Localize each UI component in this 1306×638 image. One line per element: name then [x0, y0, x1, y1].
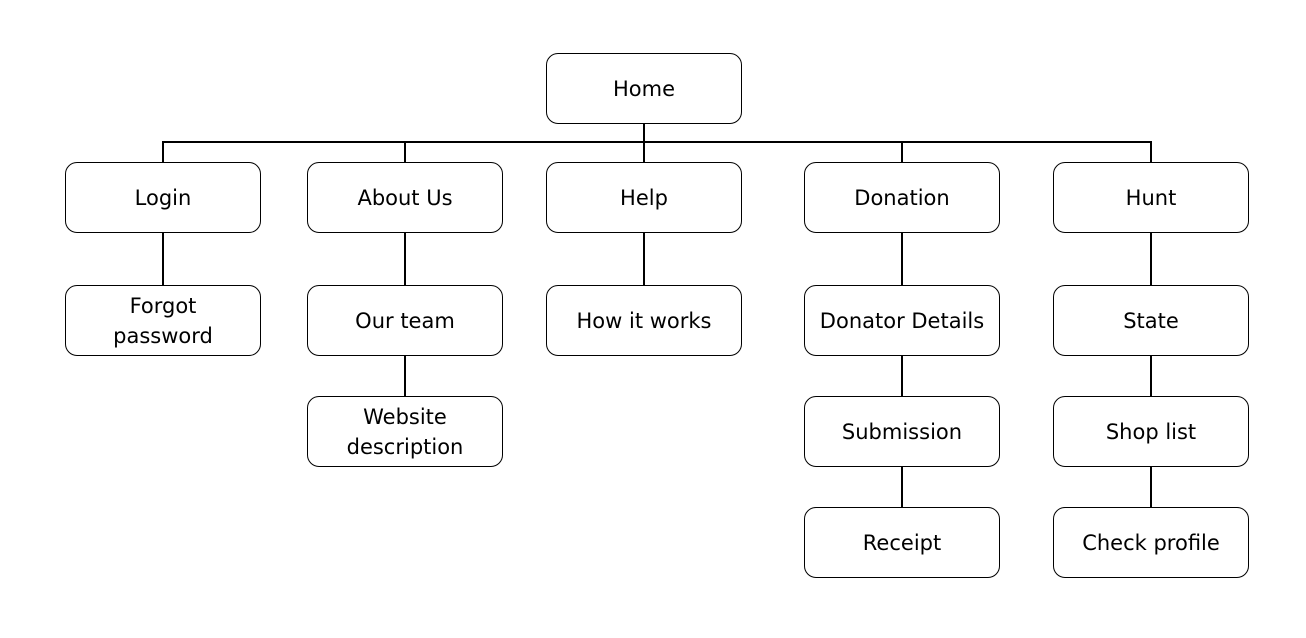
node-website-description-label: Website description [346, 404, 464, 459]
link-donation-donator-details [901, 233, 903, 286]
node-forgot-password-label: Forgot password [113, 293, 213, 348]
node-receipt-label: Receipt [862, 530, 942, 555]
node-donation: Donation [804, 162, 1000, 233]
node-submission-label: Submission [841, 419, 963, 444]
link-help-how-it-works [643, 233, 645, 286]
node-state: State [1053, 285, 1249, 356]
node-home-label: Home [612, 76, 675, 101]
node-donator-details: Donator Details [804, 285, 1000, 356]
node-forgot-password: Forgot password [65, 285, 261, 356]
node-shop-list: Shop list [1053, 396, 1249, 467]
drop-line-help [643, 141, 645, 163]
node-hunt: Hunt [1053, 162, 1249, 233]
node-check-profile-label: Check profile [1082, 530, 1220, 555]
node-submission: Submission [804, 396, 1000, 467]
node-login-label: Login [134, 185, 192, 210]
drop-line-login [162, 141, 164, 163]
root-trunk-line [643, 124, 645, 143]
link-state-shop-list [1150, 356, 1152, 397]
drop-line-about-us [404, 141, 406, 163]
node-about-us-label: About Us [357, 185, 453, 210]
node-home: Home [546, 53, 742, 124]
link-donator-details-submission [901, 356, 903, 397]
link-about-us-our-team [404, 233, 406, 286]
node-how-it-works: How it works [546, 285, 742, 356]
node-receipt: Receipt [804, 507, 1000, 578]
node-website-description: Website description [307, 396, 503, 467]
node-help: Help [546, 162, 742, 233]
node-check-profile: Check profile [1053, 507, 1249, 578]
node-hunt-label: Hunt [1125, 185, 1177, 210]
node-donation-label: Donation [854, 185, 950, 210]
link-shop-list-check-profile [1150, 467, 1152, 508]
link-login-forgot-password [162, 233, 164, 286]
link-hunt-state [1150, 233, 1152, 286]
node-about-us: About Us [307, 162, 503, 233]
node-login: Login [65, 162, 261, 233]
node-help-label: Help [620, 185, 668, 210]
link-our-team-website-description [404, 356, 406, 397]
node-our-team: Our team [307, 285, 503, 356]
link-submission-receipt [901, 467, 903, 508]
node-state-label: State [1123, 308, 1179, 333]
node-shop-list-label: Shop list [1105, 419, 1197, 444]
drop-line-hunt [1150, 141, 1152, 163]
node-donator-details-label: Donator Details [819, 308, 985, 333]
node-how-it-works-label: How it works [576, 308, 712, 333]
horizontal-bus-line [162, 141, 1152, 143]
node-our-team-label: Our team [355, 308, 455, 333]
drop-line-donation [901, 141, 903, 163]
